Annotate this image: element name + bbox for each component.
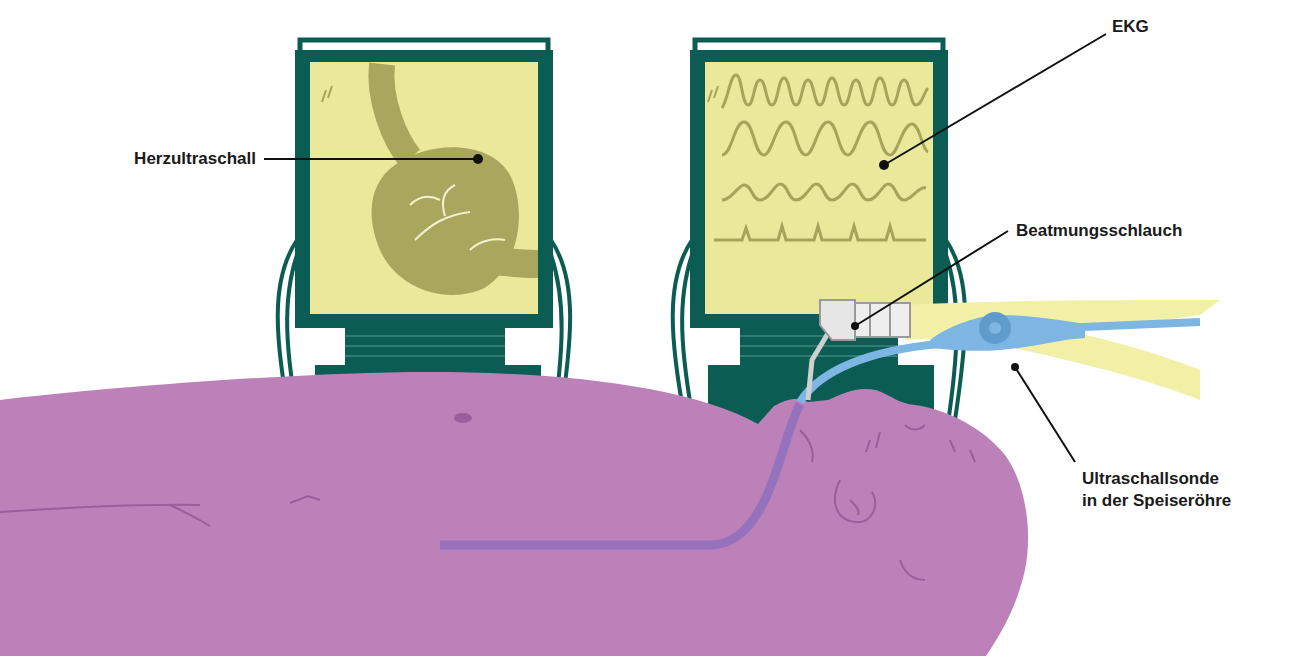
callout-label: Herzultraschall <box>134 148 256 170</box>
callout-label: Beatmungsschlauch <box>1016 220 1182 242</box>
patient <box>0 372 1028 656</box>
tubes <box>800 300 1220 402</box>
leader-lines <box>264 34 1106 462</box>
callout-label: Ultraschallsonde in der Speiseröhre <box>1082 468 1234 512</box>
callout-label: EKG <box>1112 16 1149 38</box>
